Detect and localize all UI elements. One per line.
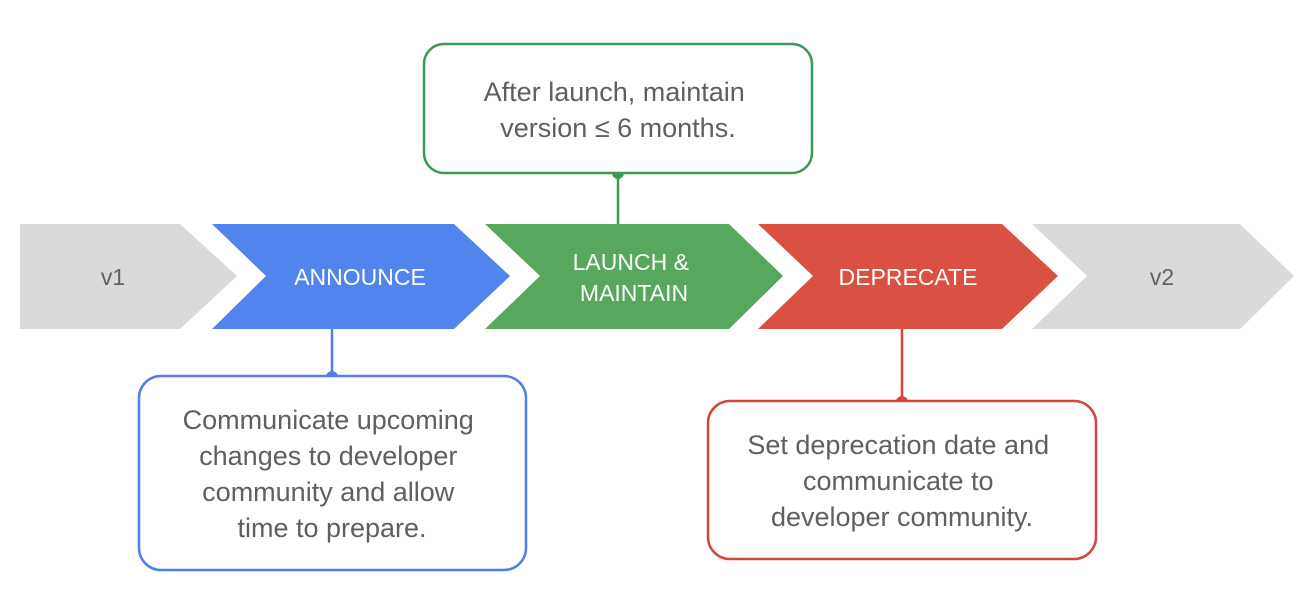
callout-launch-text: After launch, maintain version ≤ 6 month… [484,77,753,143]
chevron-v1-label: v1 [101,264,125,290]
callout-deprecate-line: developer community. [771,502,1033,532]
callout-deprecate-text: Set deprecation date and communicate to … [747,430,1056,532]
callout-deprecate-line: communicate to [803,466,994,496]
callout-announce-box [137,374,528,572]
callout-launch-line: version ≤ 6 months. [500,113,735,143]
chevron-announce [212,224,510,329]
chevron-launch-maintain [485,224,783,329]
callout-deprecate-box [706,399,1098,561]
chevron-deprecate-label: DEPRECATE [839,264,978,290]
callout-launch-line: After launch, maintain [484,77,745,107]
callout-announce-line: time to prepare. [237,513,426,543]
chevron-launch-label: LAUNCH & MAINTAIN [573,249,696,306]
callout-announce-line: changes to developer [199,441,457,471]
chevron-announce-label: ANNOUNCE [294,264,426,290]
callout-announce-line: community and allow [202,477,455,507]
chevron-launch-label-line1: LAUNCH & [573,249,689,275]
callout-launch-box [422,42,814,175]
chevron-launch-label-line2: MAINTAIN [580,280,688,306]
callout-announce-line: Communicate upcoming [183,405,474,435]
chevron-v2 [1032,224,1294,329]
callout-announce-text: Communicate upcoming changes to develope… [183,405,482,543]
chevron-v1 [20,224,237,329]
callout-deprecate-line: Set deprecation date and [747,430,1049,460]
chevron-v2-label: v2 [1150,264,1174,290]
chevron-deprecate [758,224,1058,329]
